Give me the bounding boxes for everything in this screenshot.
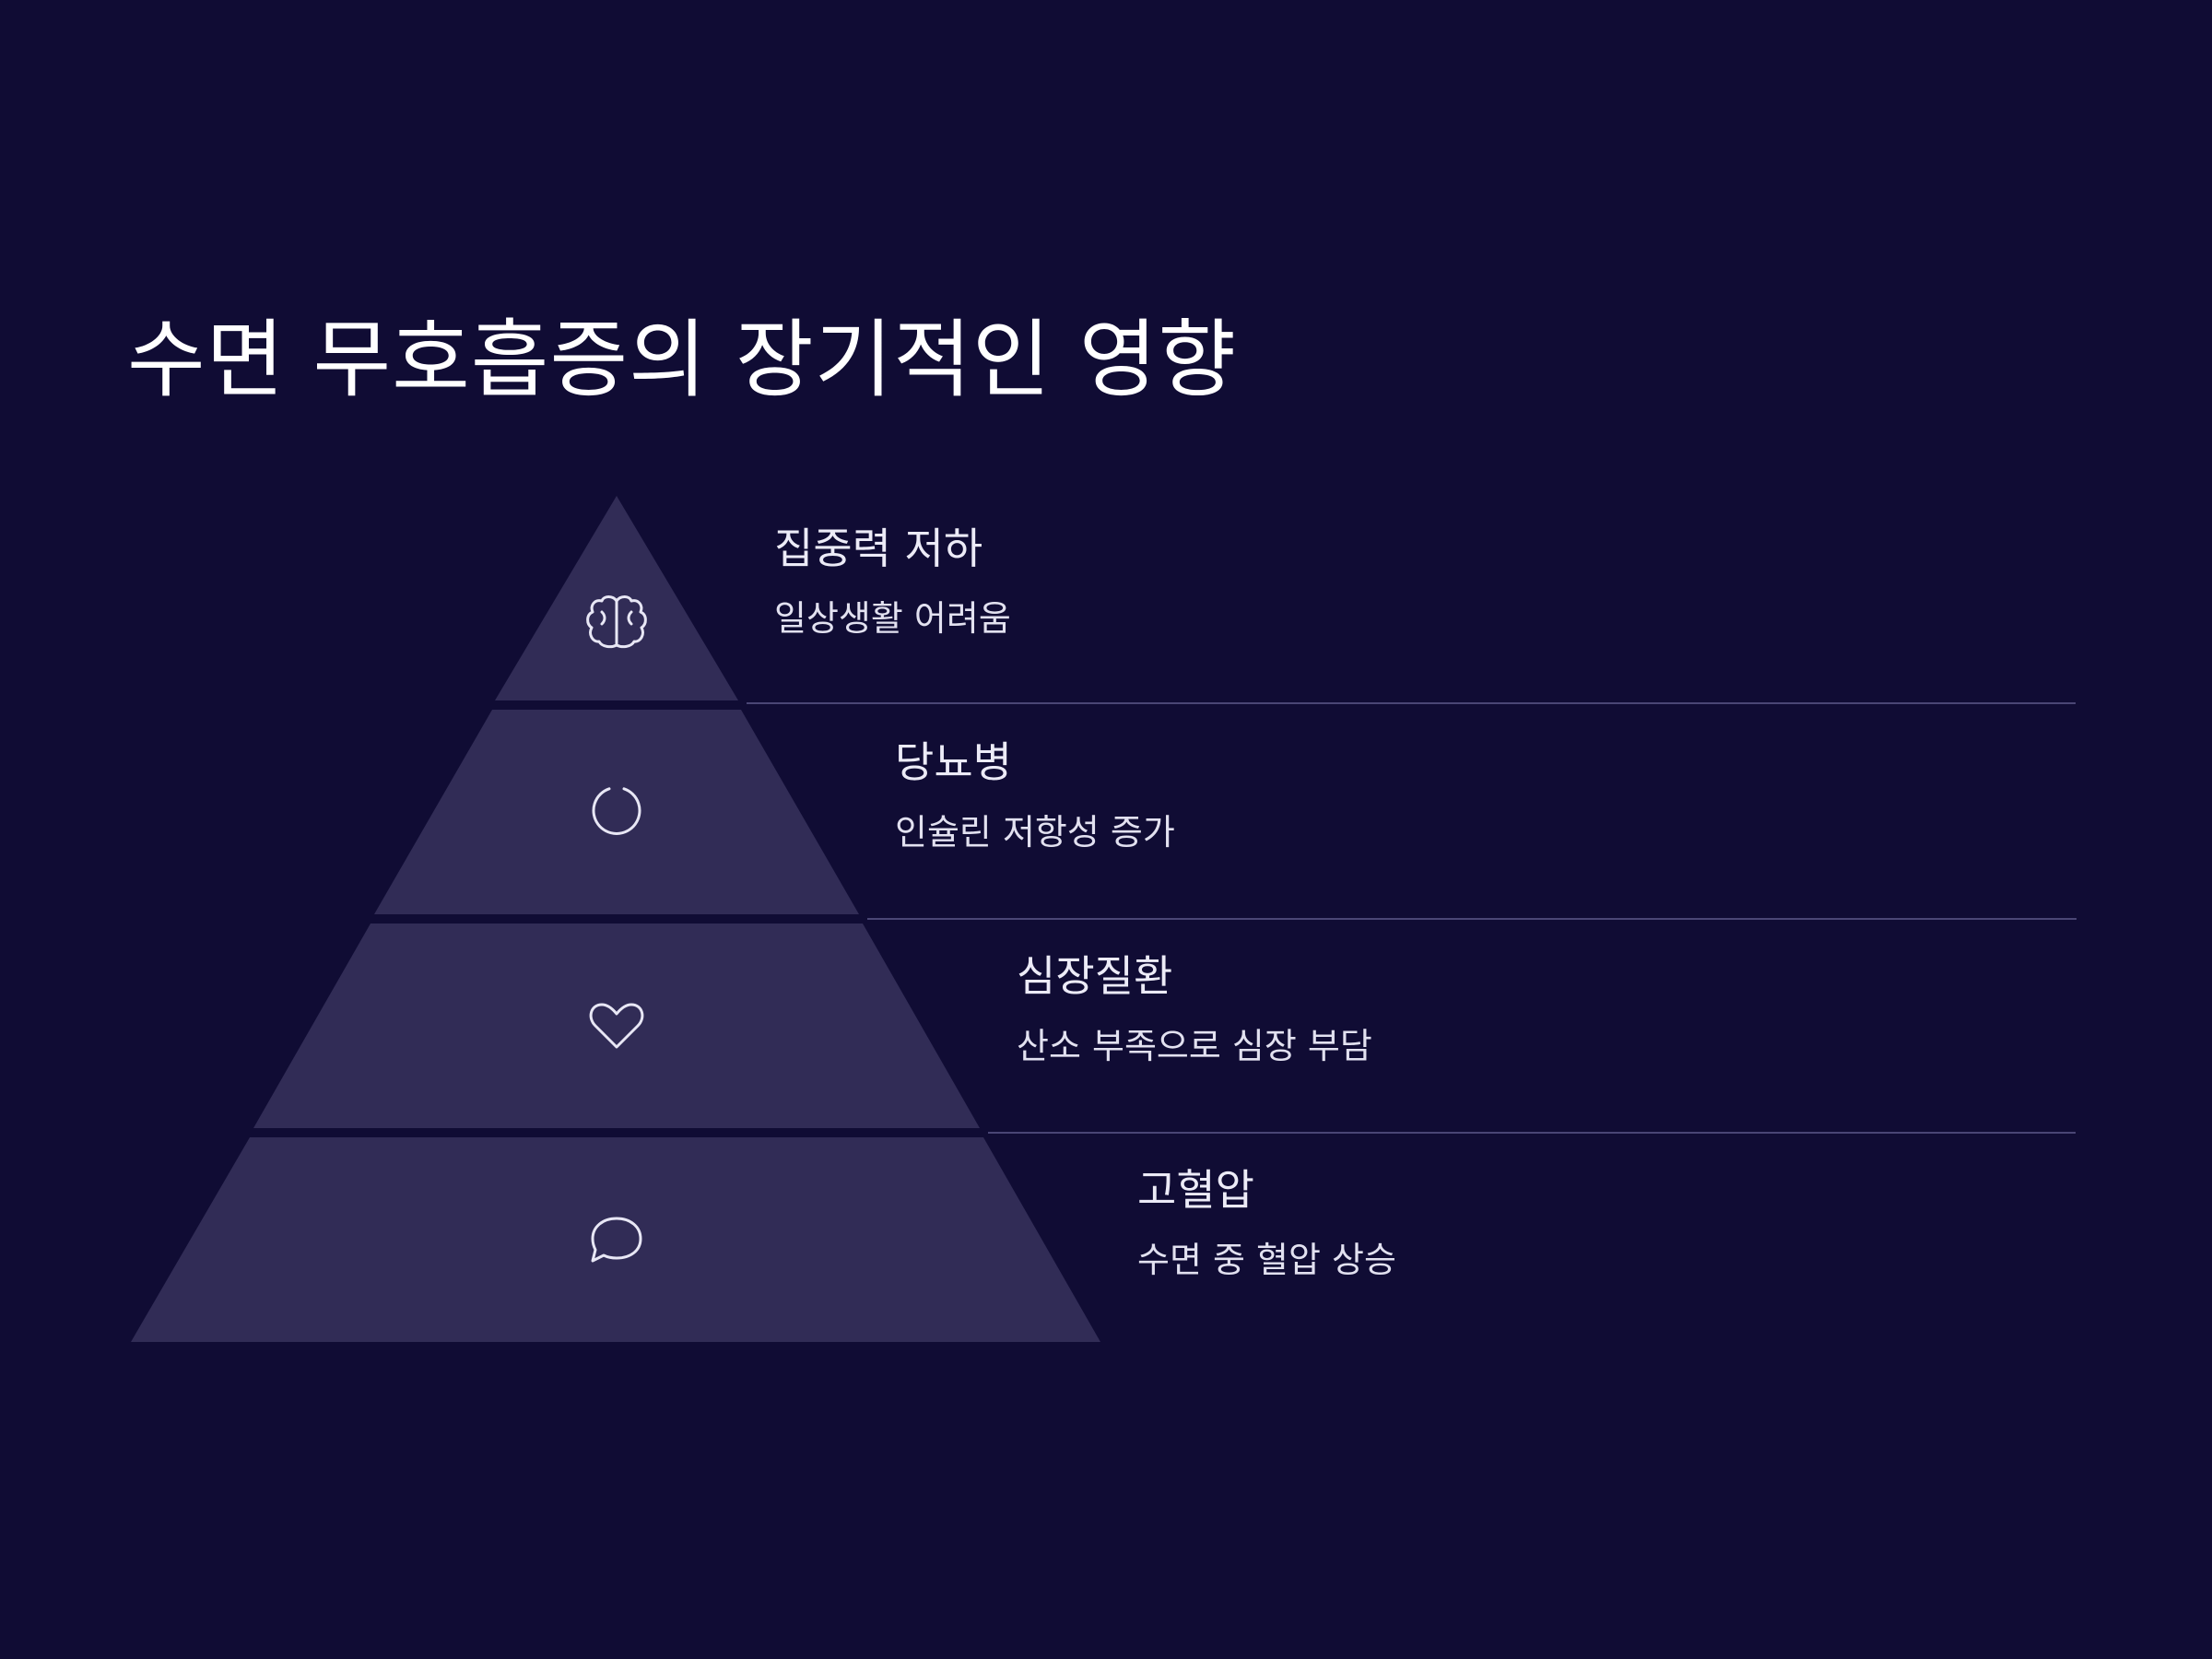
tier-description: 일상생활 어려움 bbox=[774, 598, 1011, 640]
tier-3-text: 심장질환 산소 부족으로 심장 부담 bbox=[1017, 951, 1372, 1068]
tier-title: 심장질환 bbox=[1017, 951, 1173, 1001]
tier-divider bbox=[747, 702, 2076, 704]
loading-circle-icon bbox=[592, 787, 641, 835]
tier-description: 수면 중 혈압 상승 bbox=[1137, 1240, 1396, 1281]
speech-bubble-icon bbox=[591, 1217, 642, 1263]
pyramid-tier-4 bbox=[131, 1137, 1100, 1342]
tier-description: 인슐린 저항성 증가 bbox=[895, 812, 1175, 853]
page-title: 수면 무호흡증의 장기적인 영향 bbox=[127, 311, 1238, 409]
tier-1-text: 집중력 저하 일상생활 어려움 bbox=[774, 524, 1011, 641]
tier-description: 산소 부족으로 심장 부담 bbox=[1017, 1026, 1372, 1067]
pyramid-tier-1 bbox=[495, 496, 738, 700]
tier-title: 당뇨병 bbox=[895, 737, 1012, 787]
tier-title: 고혈압 bbox=[1137, 1165, 1254, 1215]
pyramid-tier-2 bbox=[374, 710, 859, 914]
brain-icon bbox=[586, 595, 647, 649]
tier-title: 집중력 저하 bbox=[774, 524, 983, 573]
tier-2-text: 당뇨병 인슐린 저항성 증가 bbox=[895, 737, 1175, 854]
tier-divider bbox=[867, 918, 2077, 920]
heart-icon bbox=[589, 1003, 644, 1049]
tier-4-text: 고혈압 수면 중 혈압 상승 bbox=[1137, 1165, 1396, 1282]
tier-divider bbox=[988, 1132, 2076, 1134]
pyramid-tier-3 bbox=[253, 924, 980, 1128]
